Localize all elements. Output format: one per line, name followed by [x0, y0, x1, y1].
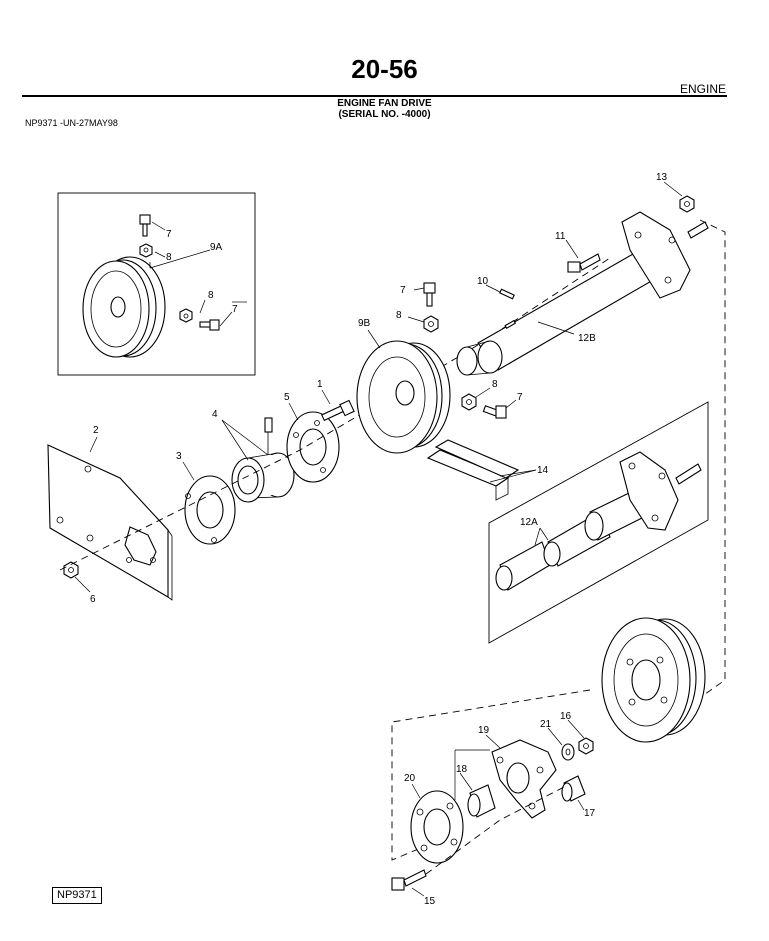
figure-id-box: NP9371 [52, 887, 102, 904]
inset-box-12a [488, 401, 709, 644]
bolt-7-inset-top [139, 214, 151, 237]
pulley-9a [82, 256, 166, 358]
callout-8: 8 [396, 310, 402, 321]
flange-20 [410, 790, 464, 864]
bolt-7-upper [423, 282, 436, 307]
page-number: 20-56 [351, 54, 418, 84]
callout-3: 3 [176, 451, 182, 462]
callout-19: 19 [478, 725, 490, 736]
nut-16 [578, 737, 594, 755]
bolt-15 [391, 869, 427, 891]
shaft-12b [456, 249, 661, 376]
callout-7: 7 [232, 304, 238, 315]
callout-12b: 12B [578, 333, 596, 344]
bearing-4 [231, 417, 295, 503]
nut-8-upper [423, 315, 439, 333]
header-rule [22, 95, 727, 97]
belts-14 [426, 439, 520, 501]
callout-13: 13 [656, 172, 668, 183]
pulley-lower [601, 617, 706, 743]
callout-7: 7 [517, 392, 523, 403]
callout-20: 20 [404, 773, 416, 784]
callout-21: 21 [540, 719, 552, 730]
callout-8: 8 [492, 379, 498, 390]
hub-flange [621, 211, 709, 299]
bushing-17 [561, 775, 586, 802]
washer-21 [561, 743, 575, 761]
callout-18: 18 [456, 764, 468, 775]
callout-6: 6 [90, 594, 96, 605]
nut-8-right [461, 393, 477, 411]
nut-13 [679, 195, 695, 213]
reference-code: NP9371 -UN-27MAY98 [25, 118, 118, 128]
sleeve-18 [467, 784, 496, 818]
mounting-plate-2 [47, 444, 173, 601]
hub-19 [491, 739, 557, 819]
bolt-7-inset-bottom [199, 319, 220, 331]
callout-7: 7 [166, 229, 172, 240]
bolt-7-right [482, 405, 507, 419]
callout-8: 8 [208, 290, 214, 301]
callout-7: 7 [400, 285, 406, 296]
callout-11: 11 [555, 231, 566, 242]
callout-10: 10 [477, 276, 489, 287]
callout-9b: 9B [358, 318, 371, 329]
callout-17: 17 [584, 808, 596, 819]
key-10 [499, 288, 515, 300]
flange-5 [286, 411, 340, 483]
callout-5: 5 [284, 392, 290, 403]
bolt-1 [321, 399, 355, 422]
nut-8-inset-top [139, 243, 153, 258]
pulley-9b [356, 340, 451, 454]
callout-4: 4 [212, 409, 218, 420]
title-line-1: ENGINE FAN DRIVE [337, 98, 432, 109]
bolt-11 [567, 253, 601, 273]
callout-2: 2 [93, 425, 99, 436]
section-label: ENGINE [679, 82, 726, 96]
diagram-title: ENGINE FAN DRIVE (SERIAL NO. -4000) [0, 98, 769, 120]
callout-8: 8 [166, 252, 172, 263]
callout-1: 1 [317, 379, 323, 390]
callout-12a: 12A [520, 517, 538, 528]
inset-box-9a: 7 8 9A 8 7 [57, 192, 256, 376]
callout-15: 15 [424, 896, 436, 907]
title-line-2: (SERIAL NO. -4000) [338, 109, 431, 120]
callout-16: 16 [560, 711, 572, 722]
callout-14: 14 [537, 465, 549, 476]
nut-8-inset-bottom [179, 308, 193, 323]
nut-6 [63, 561, 79, 579]
callout-9a: 9A [210, 242, 223, 253]
flange-3 [184, 475, 236, 545]
